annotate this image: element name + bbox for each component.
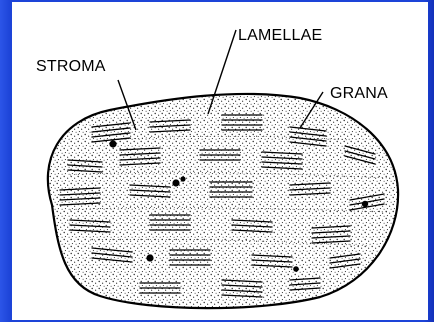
label-grana: GRANA <box>330 85 388 102</box>
label-stroma: STROMA <box>36 58 106 75</box>
label-lamellae: LAMELLAE <box>238 27 322 44</box>
